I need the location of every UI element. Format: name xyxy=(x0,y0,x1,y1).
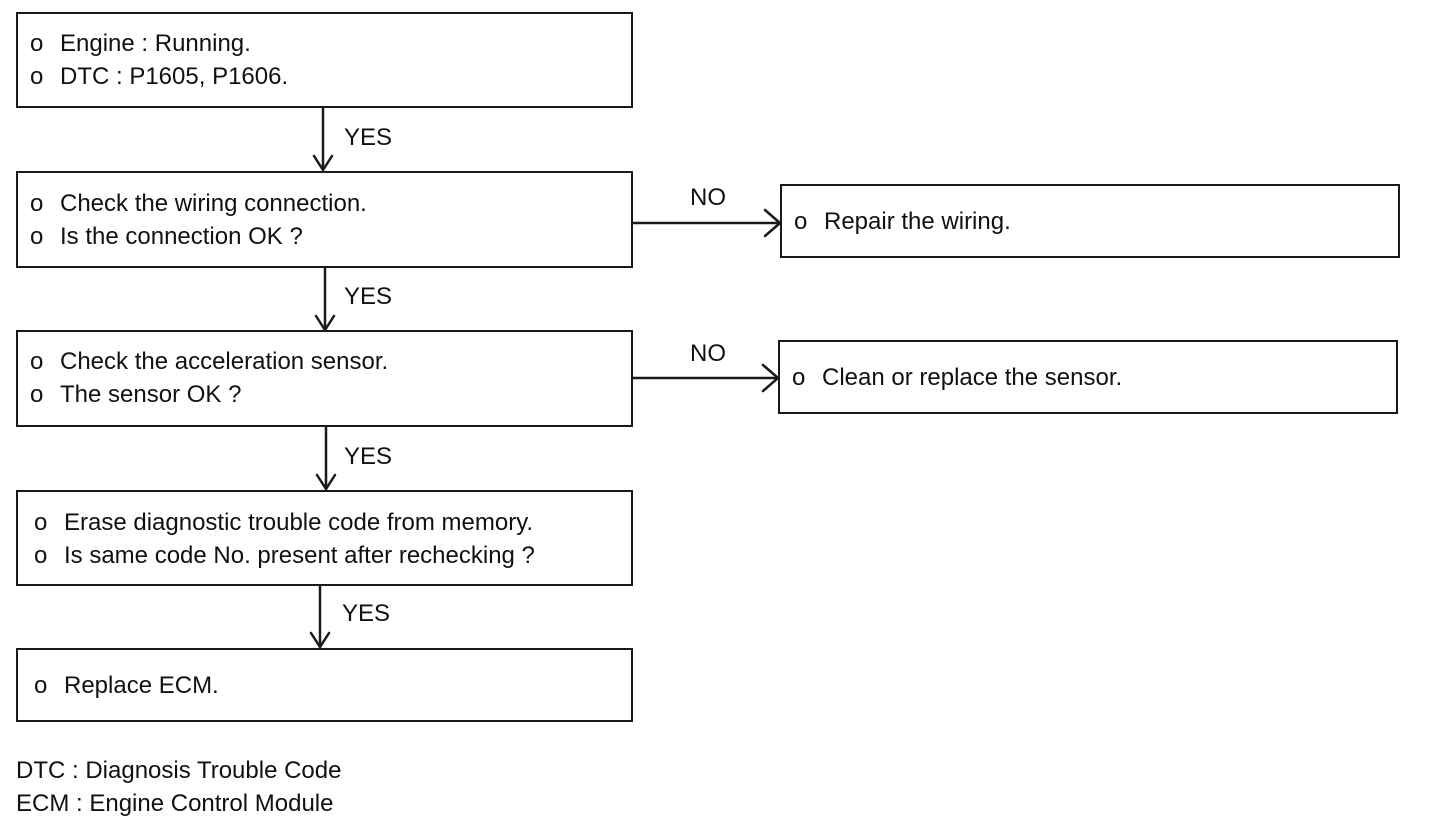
bullet: o xyxy=(34,542,48,569)
bullet: o xyxy=(34,672,48,699)
no-label: NO xyxy=(690,184,726,211)
step-check-wiring: o Check the wiring connection. o Is the … xyxy=(16,171,633,268)
yes-label: YES xyxy=(344,443,393,470)
bullet: o xyxy=(30,30,44,57)
legend-item-dtc: DTC : Diagnosis Trouble Code xyxy=(16,757,342,784)
no-label: NO xyxy=(690,340,726,367)
action-clean-replace-sensor: o Clean or replace the sensor. xyxy=(778,340,1398,414)
step-text: Is the connection OK ? xyxy=(60,223,303,250)
action-text: Clean or replace the sensor. xyxy=(822,364,1123,391)
step-erase-dtc: o Erase diagnostic trouble code from mem… xyxy=(16,490,633,586)
yes-label: YES xyxy=(344,124,393,151)
step-line: o Check the wiring connection. xyxy=(30,187,619,220)
bullet: o xyxy=(794,208,808,235)
step-line: o Replace ECM. xyxy=(34,669,619,702)
step-text: Erase diagnostic trouble code from memor… xyxy=(64,509,534,536)
step-line: o Check the acceleration sensor. xyxy=(30,345,619,378)
bullet: o xyxy=(30,348,44,375)
abbreviation-legend: DTC : Diagnosis Trouble Code ECM : Engin… xyxy=(16,754,341,820)
legend-item-ecm: ECM : Engine Control Module xyxy=(16,790,334,817)
step-line: o Engine : Running. xyxy=(30,27,619,60)
bullet: o xyxy=(30,63,44,90)
action-repair-wiring: o Repair the wiring. xyxy=(780,184,1400,258)
yes-arrowhead-1 xyxy=(312,154,334,172)
yes-label: YES xyxy=(342,600,391,627)
step-text: Check the wiring connection. xyxy=(60,190,367,217)
step-text: Is same code No. present after recheckin… xyxy=(64,542,535,569)
step-text: Check the acceleration sensor. xyxy=(60,348,389,375)
yes-label: YES xyxy=(344,283,393,310)
step-text: Replace ECM. xyxy=(64,672,219,699)
bullet: o xyxy=(30,190,44,217)
step-line: o The sensor OK ? xyxy=(30,378,619,411)
step-check-sensor: o Check the acceleration sensor. o The s… xyxy=(16,330,633,427)
action-line: o Clean or replace the sensor. xyxy=(792,361,1384,394)
bullet: o xyxy=(792,364,806,391)
bullet: o xyxy=(30,381,44,408)
step-text: The sensor OK ? xyxy=(60,381,242,408)
yes-arrowhead-3 xyxy=(315,473,337,491)
bullet: o xyxy=(34,509,48,536)
action-text: Repair the wiring. xyxy=(824,208,1011,235)
step-text: DTC : P1605, P1606. xyxy=(60,63,289,90)
no-arrowhead-1 xyxy=(763,208,782,238)
action-line: o Repair the wiring. xyxy=(794,205,1386,238)
yes-arrowhead-2 xyxy=(314,314,336,332)
step-text: Engine : Running. xyxy=(60,30,251,57)
yes-arrowhead-4 xyxy=(309,631,331,649)
bullet: o xyxy=(30,223,44,250)
step-line: o Is same code No. present after recheck… xyxy=(34,539,619,572)
step-line: o DTC : P1605, P1606. xyxy=(30,60,619,93)
step-engine-dtc: o Engine : Running. o DTC : P1605, P1606… xyxy=(16,12,633,108)
step-line: o Erase diagnostic trouble code from mem… xyxy=(34,506,619,539)
step-replace-ecm: o Replace ECM. xyxy=(16,648,633,722)
step-line: o Is the connection OK ? xyxy=(30,220,619,253)
no-arrowhead-2 xyxy=(761,363,780,393)
